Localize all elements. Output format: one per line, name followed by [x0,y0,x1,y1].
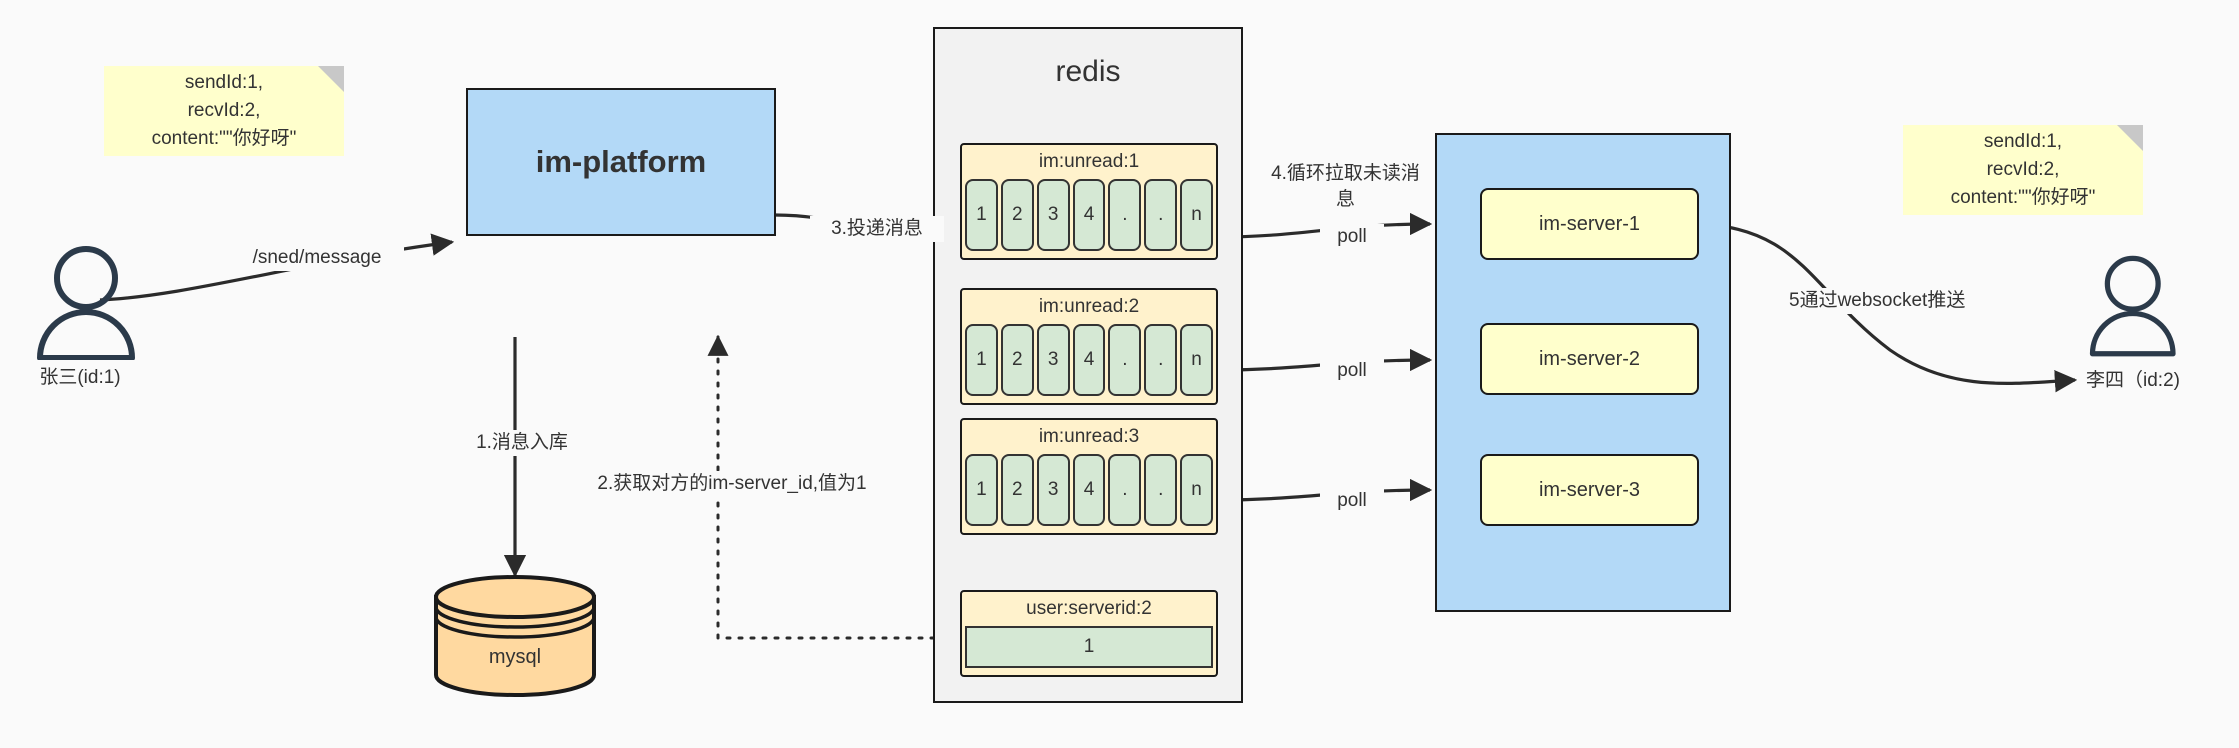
edge-label-step2: 2.获取对方的im-server_id,值为1 [570,471,894,497]
list-cell: . [1144,324,1178,396]
list-cell: 3 [1036,179,1070,251]
list-cell: 4 [1072,454,1106,526]
list-cell: . [1108,324,1142,396]
redis-list-im-unread-2[interactable]: im:unread:2 1 2 3 4 . . n [960,288,1218,405]
redis-list-cells: 1 2 3 4 . . n [962,179,1216,251]
list-cell: 1 [965,454,998,526]
redis-key-label: im:unread:2 [1038,296,1140,317]
list-cell: . [1108,454,1142,526]
im-server-2-node[interactable]: im-server-2 [1480,323,1699,395]
edge-label-send-message: /sned/message [230,245,404,271]
mysql-database[interactable]: mysql [430,575,600,697]
list-cell: 3 [1036,324,1070,396]
list-cell: n [1180,179,1214,251]
sticky-note-sender-payload: sendId:1, recvId:2, content:""你好呀" [104,66,344,156]
user-icon [37,246,135,361]
list-cell: . [1144,454,1178,526]
redis-list-im-unread-1[interactable]: im:unread:1 1 2 3 4 . . n [960,143,1218,260]
list-cell: 3 [1036,454,1070,526]
list-cell: 2 [1000,179,1034,251]
note-fold-corner [2117,125,2143,151]
edge-label-poll-3: poll [1320,488,1384,514]
list-cell: 2 [1000,324,1034,396]
sticky-note-receiver-text: sendId:1, recvId:2, content:""你好呀" [1950,131,2096,208]
mysql-label: mysql [488,645,542,668]
sticky-note-receiver-payload: sendId:1, recvId:2, content:""你好呀" [1903,125,2143,215]
note-fold-corner [318,66,344,92]
redis-list-cells: 1 2 3 4 . . n [962,454,1216,526]
im-server-3-label: im-server-3 [1538,478,1641,501]
database-cylinder-icon [434,575,596,697]
edge-label-poll-2: poll [1320,358,1384,384]
im-platform-box[interactable]: im-platform [466,88,776,236]
im-server-1-node[interactable]: im-server-1 [1480,188,1699,260]
redis-list-im-unread-3[interactable]: im:unread:3 1 2 3 4 . . n [960,418,1218,535]
im-server-1-label: im-server-1 [1538,212,1641,235]
edge-label-step1: 1.消息入库 [455,430,589,456]
redis-kv-value: 1 [965,626,1213,668]
redis-list-cells: 1 2 3 4 . . n [962,324,1216,396]
list-cell: 4 [1072,324,1106,396]
im-server-3-node[interactable]: im-server-3 [1480,454,1699,526]
user-icon [2089,255,2176,357]
im-server-2-label: im-server-2 [1538,347,1641,370]
actor-sender: 张三(id:1) [20,240,180,390]
edge-label-step4: 4.循环拉取未读消 息 [1256,161,1435,213]
list-cell: . [1144,179,1178,251]
redis-title: redis [1055,55,1121,88]
list-cell: 1 [965,179,998,251]
edge-label-poll-1: poll [1320,224,1384,250]
list-cell: 2 [1000,454,1034,526]
redis-key-label: im:unread:3 [1038,426,1140,447]
list-cell: 1 [965,324,998,396]
actor-receiver: 李四（id:2) [2075,243,2235,393]
im-platform-label: im-platform [535,144,707,179]
list-cell: n [1180,454,1214,526]
list-cell: . [1108,179,1142,251]
list-cell: n [1180,324,1214,396]
actor-receiver-label: 李四（id:2) [2086,370,2180,391]
actor-sender-label: 张三(id:1) [39,367,121,388]
redis-kv-key-label: user:serverid:2 [1026,598,1152,619]
redis-kv-user-serverid[interactable]: user:serverid:2 1 [960,590,1218,677]
edge-label-step5: 5通过websocket推送 [1787,288,2041,314]
redis-key-label: im:unread:1 [1038,151,1140,172]
list-cell: 4 [1072,179,1106,251]
sticky-note-sender-text: sendId:1, recvId:2, content:""你好呀" [151,72,297,149]
edge-label-step3: 3.投递消息 [810,216,944,242]
